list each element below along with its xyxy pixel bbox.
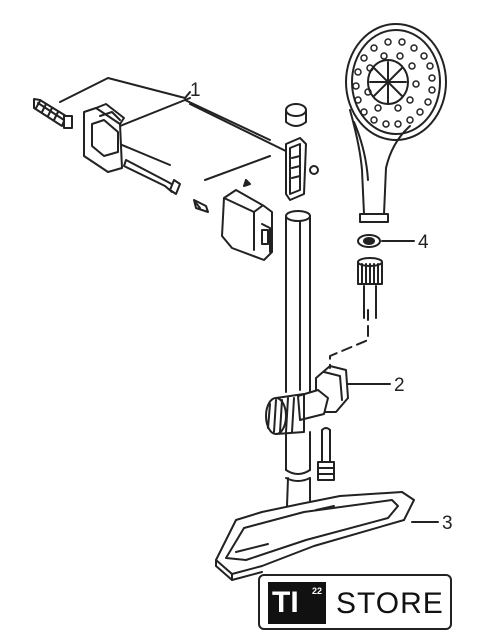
callout-2-number: 2 [394,375,405,396]
screw [33,98,73,129]
rail-top-cap [285,103,307,127]
shelf [215,491,415,581]
callout-3-number: 3 [442,513,453,534]
store-logo: TI 22 STORE [258,574,452,630]
logo-store-text: STORE [336,587,444,620]
hand-shower [345,23,447,223]
hose-nut [357,257,383,319]
spray-nozzles [352,38,436,128]
logo-mark-text: TI [272,586,299,619]
washer [357,234,415,248]
shower-rail [285,210,311,538]
long-screw [123,159,181,195]
hose-guide-line [329,309,369,369]
slider [265,365,349,435]
bracket-cover [221,179,273,261]
logo-mark: TI 22 [268,582,326,624]
small-screw [193,199,209,213]
callout-1-number: 1 [190,80,201,101]
slider-screw [317,427,335,481]
callout-4-number: 4 [418,232,429,253]
upper-clip [285,137,319,201]
logo-superscript: 22 [312,586,323,596]
wall-bracket-clip [83,103,125,173]
